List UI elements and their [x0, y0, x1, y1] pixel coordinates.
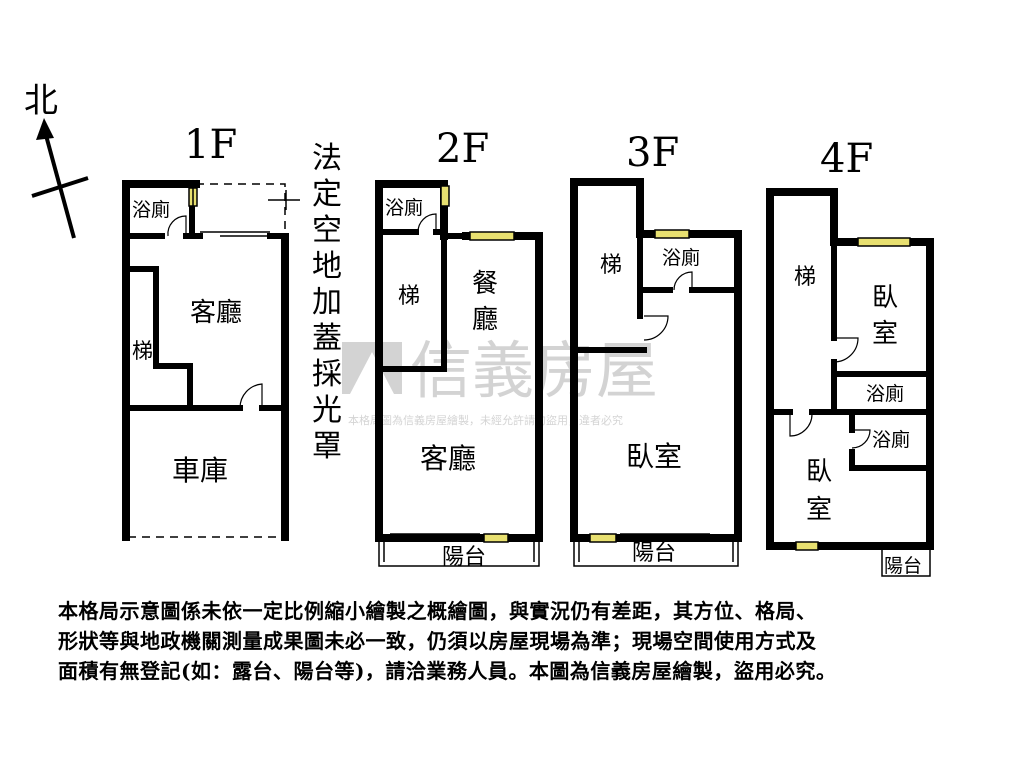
annex-char: 法	[312, 141, 342, 176]
floor-2-plan: 浴廁 梯 餐 廳 客廳 陽台	[375, 180, 543, 570]
f2-bath-label: 浴廁	[385, 196, 423, 219]
f3-bedroom-label: 臥室	[626, 440, 682, 473]
disclaimer: 本格局示意圖係未依一定比例縮小繪製之概繪圖，與實況仍有差距，其方位、格局、 形狀…	[58, 596, 1018, 686]
f2-dining-label-1: 餐	[472, 269, 498, 299]
f2-living-label: 客廳	[420, 442, 476, 475]
f1-bath-label: 浴廁	[132, 198, 170, 221]
floor-1-title: 1F	[184, 122, 237, 168]
f3-stairs-label: 梯	[600, 253, 622, 278]
watermark-brand: 信義房屋	[410, 334, 658, 407]
f4-bedroom2-label-1: 臥	[806, 457, 832, 487]
annex-char: 蓋	[312, 321, 342, 356]
svg-text:法定空地加蓋採光罩: 法定空地加蓋採光罩	[312, 141, 342, 464]
annex-char: 採	[312, 357, 342, 392]
compass-label: 北	[24, 81, 58, 121]
north-arrow-icon	[31, 118, 89, 239]
floor-plan-drawing: 北 1F 2F 3F 4F 信義房屋 本格局圖為信義房屋繪製，未經允許請勿盜用，…	[24, 81, 934, 577]
floor-3-title: 3F	[626, 130, 679, 176]
f1-annex-label: 法定空地加蓋採光罩	[312, 141, 342, 464]
f2-dining-label-2: 廳	[472, 305, 498, 335]
watermark-notice: 本格局圖為信義房屋繪製，未經允許請勿盜用，違者必究	[348, 413, 623, 427]
disclaimer-line-2: 形狀等與地政機關測量成果圖未必一致，仍須以房屋現場為準；現場空間使用方式及	[58, 629, 817, 653]
disclaimer-line-1: 本格局示意圖係未依一定比例縮小繪製之概繪圖，與實況仍有差距，其方位、格局、	[58, 599, 817, 623]
annex-char: 加	[312, 285, 342, 320]
annex-char: 地	[312, 249, 342, 284]
annex-char: 光	[312, 393, 342, 428]
floor-1-plan: 浴廁 客廳 梯 車庫	[122, 180, 300, 541]
f1-stairs-label: 梯	[132, 339, 153, 363]
f4-bath2-label: 浴廁	[872, 428, 910, 451]
f2-stairs-label: 梯	[398, 284, 420, 309]
f4-stairs-label: 梯	[794, 265, 816, 290]
f4-bath1-label: 浴廁	[866, 382, 904, 405]
f4-bedroom2-label-2: 室	[806, 495, 832, 525]
annex-char: 罩	[312, 429, 342, 464]
annex-char: 定	[312, 177, 342, 212]
f3-balcony-label: 陽台	[632, 541, 676, 566]
f4-bedroom1-label-2: 室	[872, 319, 898, 349]
f1-living-label: 客廳	[190, 298, 242, 328]
floor-3-plan: 梯 浴廁 臥室 陽台	[570, 178, 742, 567]
f4-bedroom1-label-1: 臥	[872, 283, 898, 313]
floor-4-plan: 梯 臥 室 浴廁 浴廁 臥 室 陽台	[766, 188, 934, 577]
f4-balcony-label: 陽台	[884, 555, 922, 577]
floor-2-title: 2F	[436, 126, 489, 172]
floor-4-title: 4F	[820, 136, 873, 182]
disclaimer-line-3: 面積有無登記(如：露台、陽台等)，請洽業務人員。本圖為信義房屋繪製，盜用必究。	[58, 659, 837, 683]
f1-garage-label: 車庫	[172, 454, 228, 487]
annex-char: 空	[312, 213, 342, 248]
f3-bath-label: 浴廁	[662, 246, 700, 269]
f2-balcony-label: 陽台	[442, 545, 486, 570]
